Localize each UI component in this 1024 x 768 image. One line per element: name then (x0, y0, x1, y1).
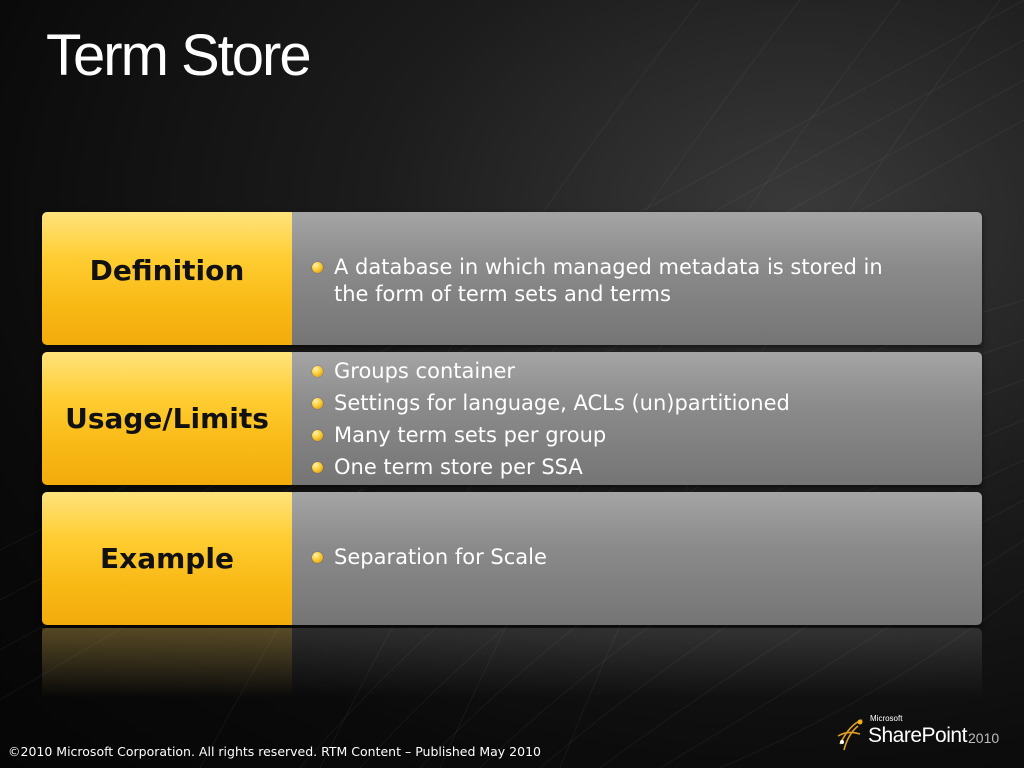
sharepoint-logo-icon (837, 719, 863, 751)
bullet-item: Separation for Scale (312, 544, 922, 571)
sharepoint-logo: Microsoft SharePoint 2010 (834, 714, 1014, 758)
bullet-item: Settings for language, ACLs (un)partitio… (312, 390, 922, 417)
definition-content-panel: A database in which managed metadata is … (286, 212, 982, 345)
row-label-usage-limits: Usage/Limits (65, 402, 269, 435)
bullet-icon (312, 462, 323, 473)
usage-limits-row: Groups container Settings for language, … (42, 352, 982, 485)
rows-reflection (42, 628, 982, 698)
bullet-text: Settings for language, ACLs (un)partitio… (334, 391, 790, 415)
reflection-gold (42, 628, 292, 698)
bullet-icon (312, 262, 323, 273)
bullet-text: Many term sets per group (334, 423, 607, 447)
bullet-icon (312, 552, 323, 563)
slide-title: Term Store (46, 23, 312, 88)
definition-label-box: Definition (42, 212, 292, 345)
bullet-icon (312, 366, 323, 377)
bullet-text: Separation for Scale (334, 545, 547, 569)
bullet-icon (312, 430, 323, 441)
row-label-example: Example (100, 542, 234, 575)
example-content-panel: Separation for Scale (286, 492, 982, 625)
bullet-text: One term store per SSA (334, 455, 583, 479)
logo-brand-small: Microsoft (870, 714, 903, 723)
definition-row: A database in which managed metadata is … (42, 212, 982, 345)
logo-product: SharePoint (868, 724, 967, 747)
bullet-text: A database in which managed metadata is … (334, 255, 883, 306)
bullet-icon (312, 398, 323, 409)
example-row: Separation for Scale Example (42, 492, 982, 625)
bullet-item: Groups container (312, 358, 922, 385)
example-bullet-list: Separation for Scale (312, 544, 922, 576)
usage-limits-content-panel: Groups container Settings for language, … (286, 352, 982, 485)
example-label-box: Example (42, 492, 292, 625)
usage-limits-bullet-list: Groups container Settings for language, … (312, 358, 922, 486)
bullet-item: Many term sets per group (312, 422, 922, 449)
bullet-text: Groups container (334, 359, 516, 383)
bullet-item: One term store per SSA (312, 454, 922, 481)
row-label-definition: Definition (89, 254, 245, 287)
logo-year: 2010 (968, 730, 1000, 746)
usage-limits-label-box: Usage/Limits (42, 352, 292, 485)
bullet-item: A database in which managed metadata is … (312, 254, 922, 308)
copyright-footer: ©2010 Microsoft Corporation. All rights … (8, 744, 541, 759)
definition-bullet-list: A database in which managed metadata is … (312, 254, 922, 313)
